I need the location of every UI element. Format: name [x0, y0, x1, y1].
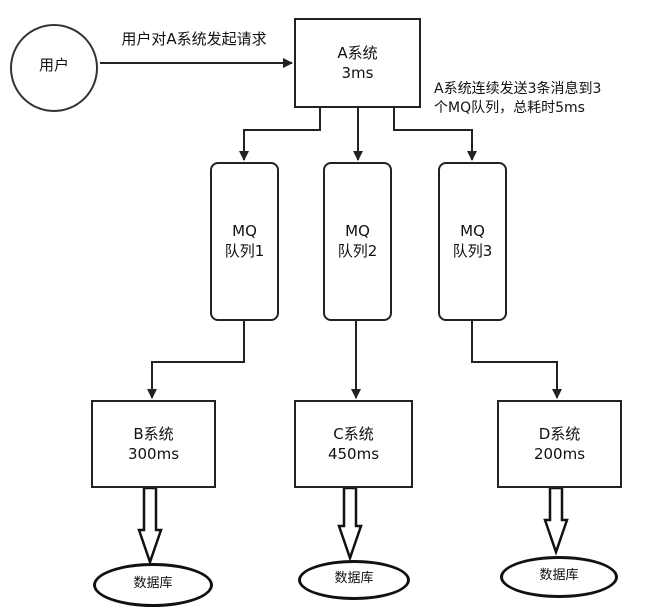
queue-1-box — [210, 162, 279, 321]
system-b-name: B系统 — [133, 425, 174, 443]
queue-2-box — [323, 162, 392, 321]
user-label: 用户 — [38, 56, 69, 74]
hollow-arrow-b-to-db — [137, 486, 163, 566]
hollow-arrow-d-to-db — [543, 486, 569, 556]
user-node — [10, 24, 98, 112]
database-c — [298, 560, 410, 600]
arrow-a-to-queue3 — [393, 108, 477, 161]
queue-3-line2: 队列3 — [452, 242, 493, 260]
database-d — [500, 556, 618, 598]
system-c-box — [294, 400, 413, 488]
arrow-queue1-to-b — [147, 321, 245, 399]
queue-3-box — [438, 162, 507, 321]
system-a-box — [294, 18, 421, 108]
arrow-a-to-queue1 — [239, 108, 321, 161]
database-b-label: 数据库 — [133, 576, 173, 591]
queue-1-line2: 队列1 — [224, 242, 265, 260]
queue-2-line1: MQ — [345, 222, 370, 240]
system-c-name: C系统 — [333, 425, 374, 443]
arrow-queue3-to-d — [471, 321, 562, 399]
queue-1-line1: MQ — [232, 222, 257, 240]
system-d-name: D系统 — [538, 425, 581, 443]
queue-3-line1: MQ — [460, 222, 485, 240]
system-d-box — [497, 400, 622, 488]
system-d-time: 200ms — [533, 445, 586, 463]
hollow-arrow-c-to-db — [337, 486, 363, 562]
database-c-label: 数据库 — [334, 571, 374, 586]
system-a-time: 3ms — [341, 64, 374, 82]
note-line1: A系统连续发送3条消息到3 — [434, 81, 602, 97]
note-line2: 个MQ队列，总耗时5ms — [434, 100, 585, 116]
database-b — [93, 563, 213, 607]
queue-2-line2: 队列2 — [337, 242, 378, 260]
system-b-box — [91, 400, 216, 488]
system-b-time: 300ms — [127, 445, 180, 463]
request-label: 用户对A系统发起请求 — [121, 30, 267, 48]
system-a-name: A系统 — [337, 44, 378, 62]
database-d-label: 数据库 — [539, 568, 579, 583]
system-c-time: 450ms — [327, 445, 380, 463]
